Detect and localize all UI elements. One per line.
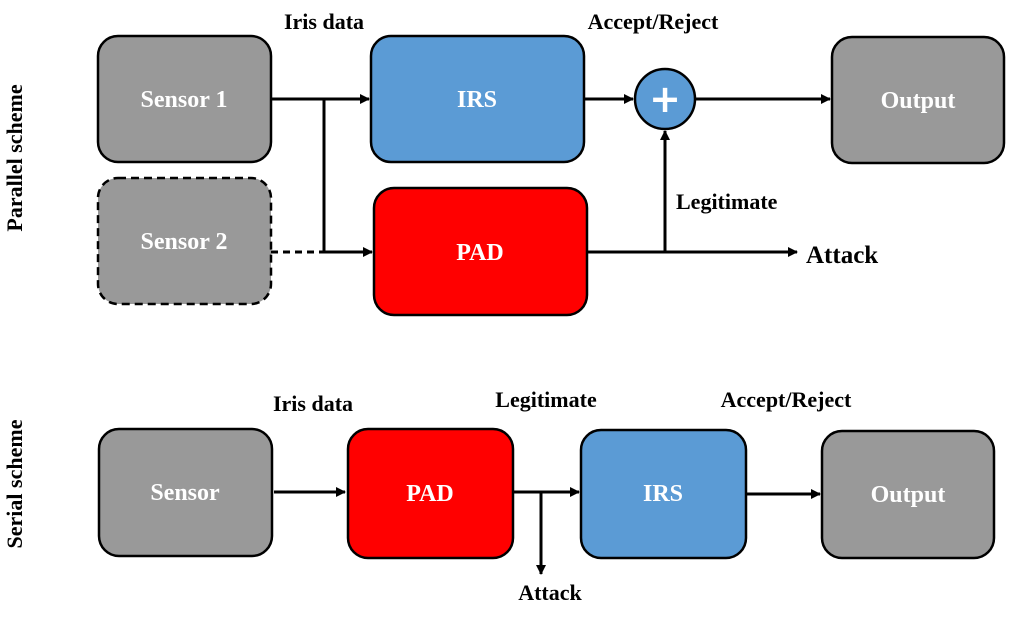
sensor-2-label: Sensor 2	[141, 229, 228, 255]
serial-pad-box: PAD	[346, 427, 515, 560]
parallel-connectors	[271, 94, 831, 257]
serial-pad-label: PAD	[406, 481, 454, 507]
serial-output-label: Output	[871, 482, 946, 508]
accept-reject-label: Accept/Reject	[588, 9, 719, 34]
parallel-scheme-label: Parallel scheme	[2, 84, 27, 231]
sensor-2-box: Sensor 2	[96, 176, 273, 306]
output-label: Output	[881, 88, 956, 114]
iris-data-label: Iris data	[284, 9, 364, 34]
plus-icon: +	[649, 77, 681, 121]
serial-legitimate-label: Legitimate	[495, 387, 597, 412]
combiner-node: +	[633, 67, 697, 131]
attack-label: Attack	[806, 242, 878, 269]
serial-output-box: Output	[820, 429, 996, 560]
sensor-1-label: Sensor 1	[141, 87, 228, 113]
serial-iris-data-label: Iris data	[273, 391, 353, 416]
serial-attack-label: Attack	[518, 580, 582, 605]
pad-box: PAD	[372, 186, 589, 317]
parallel-scheme: Parallel scheme Sensor 1 Sensor 2 IRS PA…	[2, 9, 1006, 317]
serial-sensor-box: Sensor	[97, 427, 274, 558]
serial-scheme: Serial scheme Sensor PAD IRS Output	[2, 387, 996, 605]
serial-irs-box: IRS	[579, 428, 748, 560]
output-box: Output	[830, 35, 1006, 165]
sensor-1-box: Sensor 1	[96, 34, 273, 164]
legitimate-label: Legitimate	[676, 189, 778, 214]
serial-sensor-label: Sensor	[150, 480, 220, 506]
serial-accept-reject-label: Accept/Reject	[721, 387, 852, 412]
irs-label: IRS	[457, 87, 497, 113]
pad-label: PAD	[456, 240, 504, 266]
serial-connectors	[274, 487, 821, 575]
serial-irs-label: IRS	[643, 481, 683, 507]
irs-box: IRS	[369, 34, 586, 164]
serial-scheme-label: Serial scheme	[2, 419, 27, 548]
